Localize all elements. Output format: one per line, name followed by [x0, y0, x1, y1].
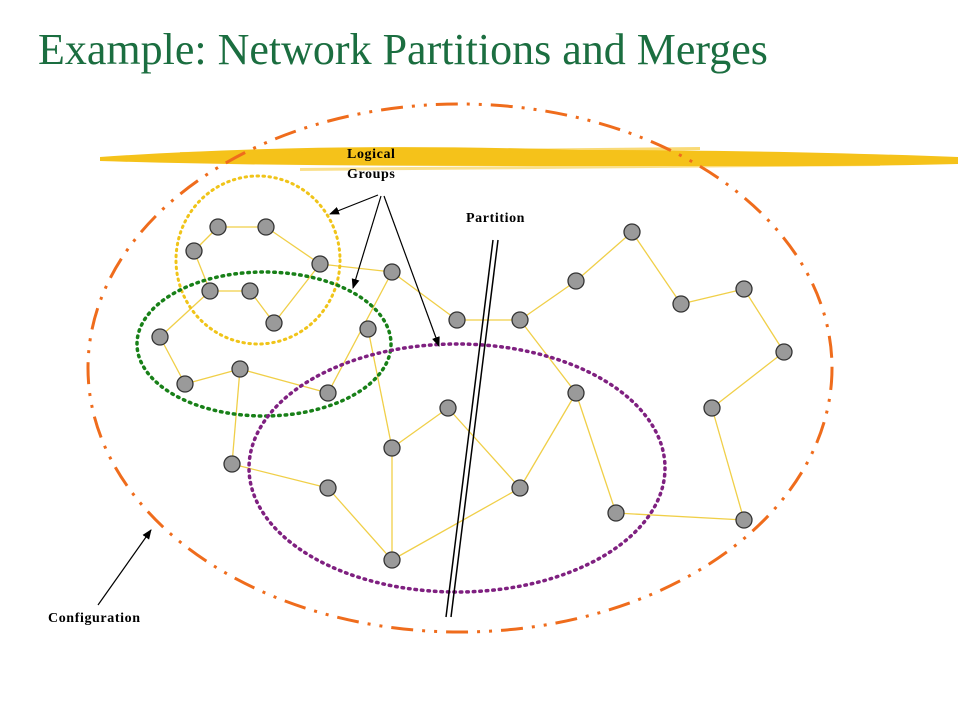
network-node: [735, 511, 753, 529]
network-node: [448, 311, 466, 329]
network-link: [231, 463, 329, 489]
network-node: [735, 280, 753, 298]
arrow-to-yellow-group: [329, 194, 379, 215]
network-nodes: [151, 218, 793, 569]
logical-group-yellow: [174, 174, 342, 346]
network-link: [159, 336, 186, 385]
network-node: [209, 218, 227, 236]
network-link: [391, 407, 449, 449]
network-link: [631, 231, 682, 305]
network-node: [703, 399, 721, 417]
arrow-to-configuration: [97, 529, 152, 606]
network-link: [327, 487, 393, 561]
network-node: [231, 360, 249, 378]
network-node: [241, 282, 259, 300]
network-link: [575, 392, 617, 514]
network-node: [383, 263, 401, 281]
network-link: [519, 280, 577, 321]
network-node: [672, 295, 690, 313]
network-node: [151, 328, 169, 346]
network-node: [775, 343, 793, 361]
arrow-to-green-group: [351, 195, 382, 289]
network-link: [327, 271, 393, 394]
partition-label: Partition: [466, 211, 525, 226]
network-link: [711, 351, 785, 409]
logical-group-green: [135, 270, 393, 418]
partition-line: [445, 239, 499, 618]
network-node: [567, 272, 585, 290]
network-node: [511, 311, 529, 329]
network-links: [159, 226, 785, 561]
network-link: [265, 226, 321, 265]
network-node: [607, 504, 625, 522]
network-node: [257, 218, 275, 236]
annotation-arrows: [97, 194, 440, 606]
network-node: [265, 314, 283, 332]
network-node: [567, 384, 585, 402]
network-node: [201, 282, 219, 300]
network-link: [367, 328, 393, 449]
network-node: [319, 479, 337, 497]
network-link: [711, 407, 745, 521]
network-link: [319, 263, 393, 273]
configuration-boundary: [86, 102, 834, 634]
network-link: [743, 288, 785, 353]
configuration-label: Configuration: [48, 611, 141, 626]
highlighter-stroke: [100, 147, 958, 171]
network-link: [231, 368, 241, 465]
network-node: [623, 223, 641, 241]
slide-title: Example: Network Partitions and Merges: [38, 25, 768, 74]
network-node: [311, 255, 329, 273]
network-node: [439, 399, 457, 417]
network-node: [319, 384, 337, 402]
logical-groups-label-line-2: Groups: [347, 167, 395, 182]
logical-groups-label-line-1: Logical: [347, 147, 396, 162]
network-node: [176, 375, 194, 393]
network-link: [615, 512, 745, 521]
network-node: [383, 439, 401, 457]
arrow-to-purple-group: [383, 195, 440, 347]
network-link: [184, 368, 241, 385]
network-link: [447, 407, 521, 489]
network-node: [511, 479, 529, 497]
network-link: [159, 290, 211, 338]
network-link: [680, 288, 745, 305]
network-node: [359, 320, 377, 338]
network-link: [273, 263, 321, 324]
network-link: [575, 231, 633, 282]
network-node: [383, 551, 401, 569]
network-link: [239, 368, 329, 394]
network-link: [519, 392, 577, 489]
network-node: [223, 455, 241, 473]
logical-groups-label: Logical Groups: [347, 147, 400, 182]
network-node: [185, 242, 203, 260]
logical-group-purple: [247, 342, 667, 594]
network-link: [391, 487, 521, 561]
network-link: [391, 271, 458, 321]
